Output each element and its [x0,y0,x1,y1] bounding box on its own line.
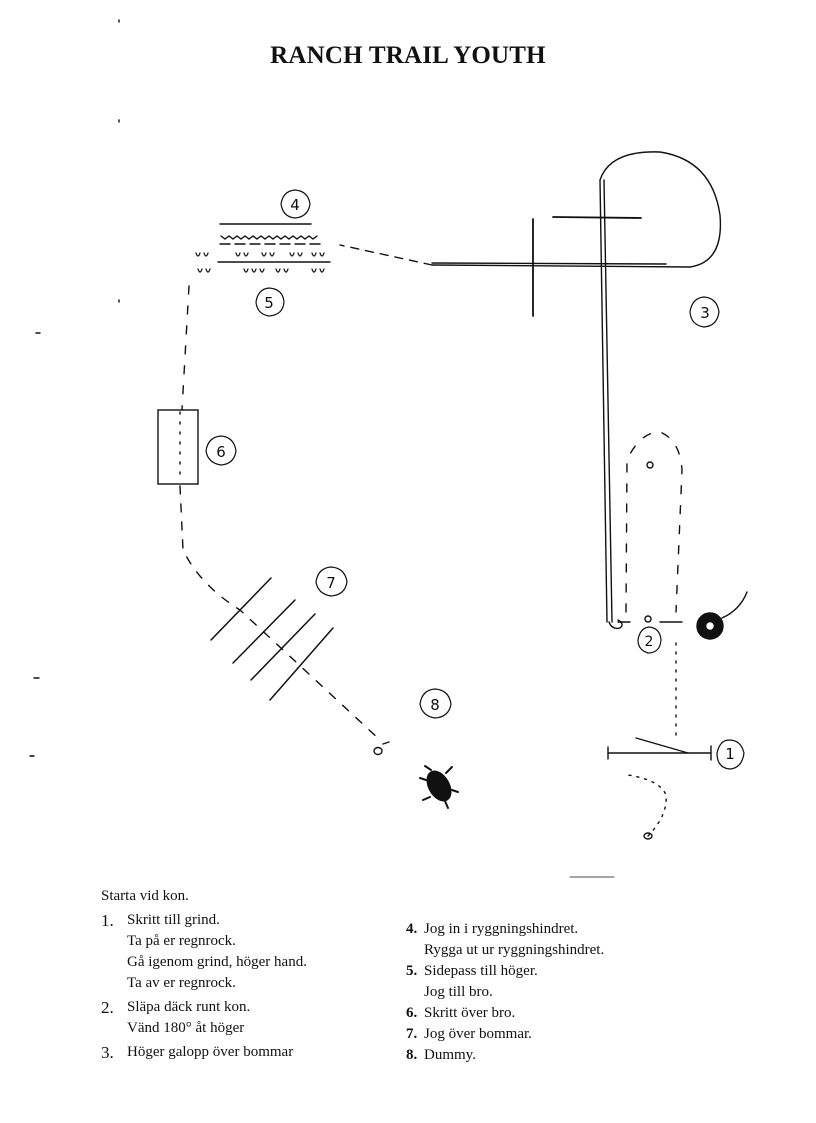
marker-4: 4 [280,189,311,219]
step-text: Vänd 180° åt höger [127,1020,245,1036]
dummy-icon [419,765,459,809]
step-text: Ta på er regnrock. [127,933,236,949]
marker-8: 8 [419,688,452,719]
step-number: 3. [101,1043,114,1062]
step-text: Dummy. [424,1047,476,1063]
pole [552,216,642,219]
sidepass-marks [195,252,325,273]
route-to-6 [181,285,190,411]
step-6: 6. Skritt över bro. [406,1003,604,1024]
end-cone [373,746,383,756]
cone-2-bottom [644,615,652,623]
instructions-right: 4. Jog in i ryggningshindret. Rygga ut u… [406,919,604,1066]
cone-2-top [646,461,654,469]
end-mark [382,741,390,745]
poles-obstacle [210,577,334,701]
step-number: 5. [406,963,418,979]
course-diagram: 1 2 3 4 5 6 7 8 [29,19,748,878]
lope-route [431,151,722,630]
step-text: Jog över bommar. [424,1026,532,1042]
step-text: Jog in i ryggningshindret. [424,921,579,937]
step-number: 1. [101,911,114,930]
page-title: RANCH TRAIL YOUTH [270,42,546,69]
route-start [627,774,667,837]
marker-8-label: 8 [430,696,440,714]
tire-icon [696,591,748,640]
step-3: 3. Höger galopp över bommar [101,1042,307,1063]
step-text: Ta av er regnrock. [127,975,236,991]
step-text: Sidepass till höger. [424,963,538,979]
route-to-7 [179,485,381,741]
marker-2-label: 2 [645,634,654,650]
step-number: 8. [406,1047,418,1063]
route-to-4 [339,244,433,266]
step-text: Skritt över bro. [424,1005,516,1021]
gate-obstacle [607,737,712,761]
instructions-left: 1. Skritt till grind. Ta på er regnrock.… [101,910,307,1063]
step-text: Skritt till grind. [127,912,220,928]
step-text: Rygga ut ur ryggningshindret. [424,942,605,958]
start-cone [643,832,653,840]
step-text: Jog till bro. [424,984,493,1000]
marker-6: 6 [205,435,237,466]
marker-1: 1 [716,739,745,770]
marker-7: 7 [315,566,348,597]
marker-5-label: 5 [264,294,274,312]
step-4: 4. Jog in i ryggningshindret. [406,919,604,940]
step-text: Släpa däck runt kon. [127,999,251,1015]
step-number: 7. [406,1026,418,1042]
marker-7-label: 7 [326,574,336,592]
marker-3: 3 [689,296,720,328]
marker-2: 2 [637,626,662,654]
step-text: Höger galopp över bommar [127,1044,294,1060]
step-number: 4. [406,921,418,937]
step-number: 2. [101,998,114,1017]
marker-5: 5 [255,287,285,317]
marker-6-label: 6 [216,443,226,461]
step-2: 2. Släpa däck runt kon. [101,997,307,1018]
marker-1-label: 1 [725,745,735,763]
marker-3-label: 3 [700,304,710,322]
backup-obstacle [217,223,331,263]
step-8: 8. Dummy. [406,1045,604,1066]
marker-4-label: 4 [290,196,300,214]
step-7: 7. Jog över bommar. [406,1024,604,1045]
step-text: Gå igenom grind, höger hand. [127,954,307,970]
drag-path [625,431,683,613]
step-5: 5. Sidepass till höger. [406,961,604,982]
start-instruction: Starta vid kon. [101,888,189,904]
bridge-obstacle [157,409,199,485]
step-number: 6. [406,1005,418,1021]
step-1: 1. Skritt till grind. [101,910,307,931]
